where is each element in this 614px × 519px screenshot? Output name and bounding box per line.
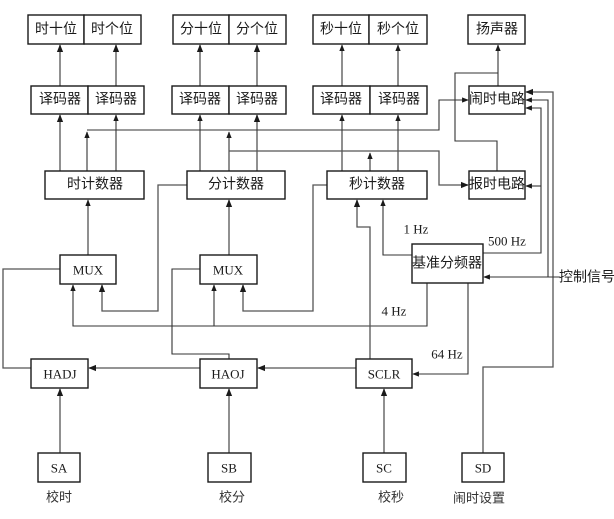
hour-counter-label: 时计数器 xyxy=(67,177,123,193)
wire-bus-to-alarm-circuit xyxy=(87,97,469,131)
switch-sa-caption: 校时 xyxy=(46,490,72,505)
wire-haoj-to-mux2 xyxy=(171,268,230,359)
wire-sclr-to-second-counter xyxy=(353,199,371,359)
divider-box: 基准分频器 xyxy=(411,243,484,284)
wire-chime-to-speaker xyxy=(454,72,498,171)
speaker-box: 扬声器 xyxy=(467,14,526,45)
decoder-label: 译码器 xyxy=(320,92,362,108)
haoj-box: HAOJ xyxy=(199,358,258,389)
speaker-label: 扬声器 xyxy=(476,22,518,38)
wire-1hz-to-second-counter xyxy=(380,199,412,256)
sclr-label: SCLR xyxy=(368,367,401,382)
display-label: 分个位 xyxy=(236,22,278,38)
wire-bus-to-chime-circuit xyxy=(229,150,469,189)
switch-sa-label: SA xyxy=(51,461,68,476)
switch-sc-caption: 校秒 xyxy=(378,490,404,505)
decoder-second-tens: 译码器 xyxy=(312,85,371,115)
display-label: 秒个位 xyxy=(377,22,419,38)
decoder-hour-ones: 译码器 xyxy=(87,85,145,115)
sclr-box: SCLR xyxy=(355,358,413,389)
signal-1hz-label: 1 Hz xyxy=(404,222,429,237)
hadj-box: HADJ xyxy=(30,358,89,389)
display-second-ones: 秒个位 xyxy=(368,14,428,45)
decoder-label: 译码器 xyxy=(95,92,137,108)
switch-sd-label: SD xyxy=(475,461,492,476)
wire-hadj-to-mux1 xyxy=(2,268,60,369)
switch-sb-label: SB xyxy=(221,461,237,476)
signal-4hz-label: 4 Hz xyxy=(382,304,407,319)
mux-minute-box: MUX xyxy=(199,254,258,285)
wire-sd-to-alarm-circuit xyxy=(482,88,554,453)
chime-circuit-box: 报时电路 xyxy=(468,170,526,200)
switch-sd-caption: 闹时设置 xyxy=(453,491,505,506)
second-counter-label: 秒计数器 xyxy=(349,177,405,193)
wire-minute-carry-to-mux1 xyxy=(98,184,187,312)
decoder-label: 译码器 xyxy=(236,92,278,108)
display-minute-ones: 分个位 xyxy=(228,14,287,45)
display-second-tens: 秒十位 xyxy=(312,14,370,45)
wire-second-carry-to-mux2 xyxy=(239,184,327,312)
hadj-label: HADJ xyxy=(43,367,76,382)
signal-500hz-label: 500 Hz xyxy=(488,234,526,249)
decoder-minute-ones: 译码器 xyxy=(228,85,287,115)
mux-label: MUX xyxy=(73,263,104,278)
mux-hour-box: MUX xyxy=(59,254,117,285)
decoder-label: 译码器 xyxy=(378,92,420,108)
display-label: 秒十位 xyxy=(320,22,362,38)
display-label: 分十位 xyxy=(180,22,222,38)
hour-counter-box: 时计数器 xyxy=(44,170,145,200)
display-hour-ones: 时个位 xyxy=(83,14,142,45)
chime-circuit-label: 报时电路 xyxy=(469,177,525,193)
switch-sb: SB xyxy=(207,452,252,483)
minute-counter-label: 分计数器 xyxy=(208,177,264,193)
divider-label: 基准分频器 xyxy=(412,255,482,272)
minute-counter-box: 分计数器 xyxy=(186,170,286,200)
wire-4hz-to-mux1 xyxy=(70,283,428,327)
display-label: 时十位 xyxy=(35,22,77,38)
wire-64hz-to-sclr xyxy=(412,283,469,377)
wire-500hz-to-alarm xyxy=(483,105,542,254)
signal-64hz-label: 64 Hz xyxy=(431,347,463,362)
display-hour-tens: 时十位 xyxy=(27,14,85,45)
decoder-label: 译码器 xyxy=(39,92,81,108)
decoder-second-ones: 译码器 xyxy=(369,85,428,115)
decoder-minute-tens: 译码器 xyxy=(171,85,230,115)
wire-control-signal-to-alarm xyxy=(525,97,549,277)
switch-sb-caption: 校分 xyxy=(219,490,245,505)
switch-sc: SC xyxy=(362,452,407,483)
alarm-circuit-label: 闹时电路 xyxy=(469,92,525,108)
mux-label: MUX xyxy=(213,263,244,278)
decoder-label: 译码器 xyxy=(179,92,221,108)
control-signal-label: 控制信号 xyxy=(559,270,614,286)
decoder-hour-tens: 译码器 xyxy=(30,85,89,115)
display-minute-tens: 分十位 xyxy=(172,14,230,45)
display-label: 时个位 xyxy=(91,22,133,38)
switch-sd: SD xyxy=(461,452,505,483)
switch-sa: SA xyxy=(37,452,81,483)
switch-sc-label: SC xyxy=(376,461,392,476)
second-counter-box: 秒计数器 xyxy=(326,170,428,200)
alarm-circuit-box: 闹时电路 xyxy=(468,85,526,115)
haoj-label: HAOJ xyxy=(211,367,244,382)
